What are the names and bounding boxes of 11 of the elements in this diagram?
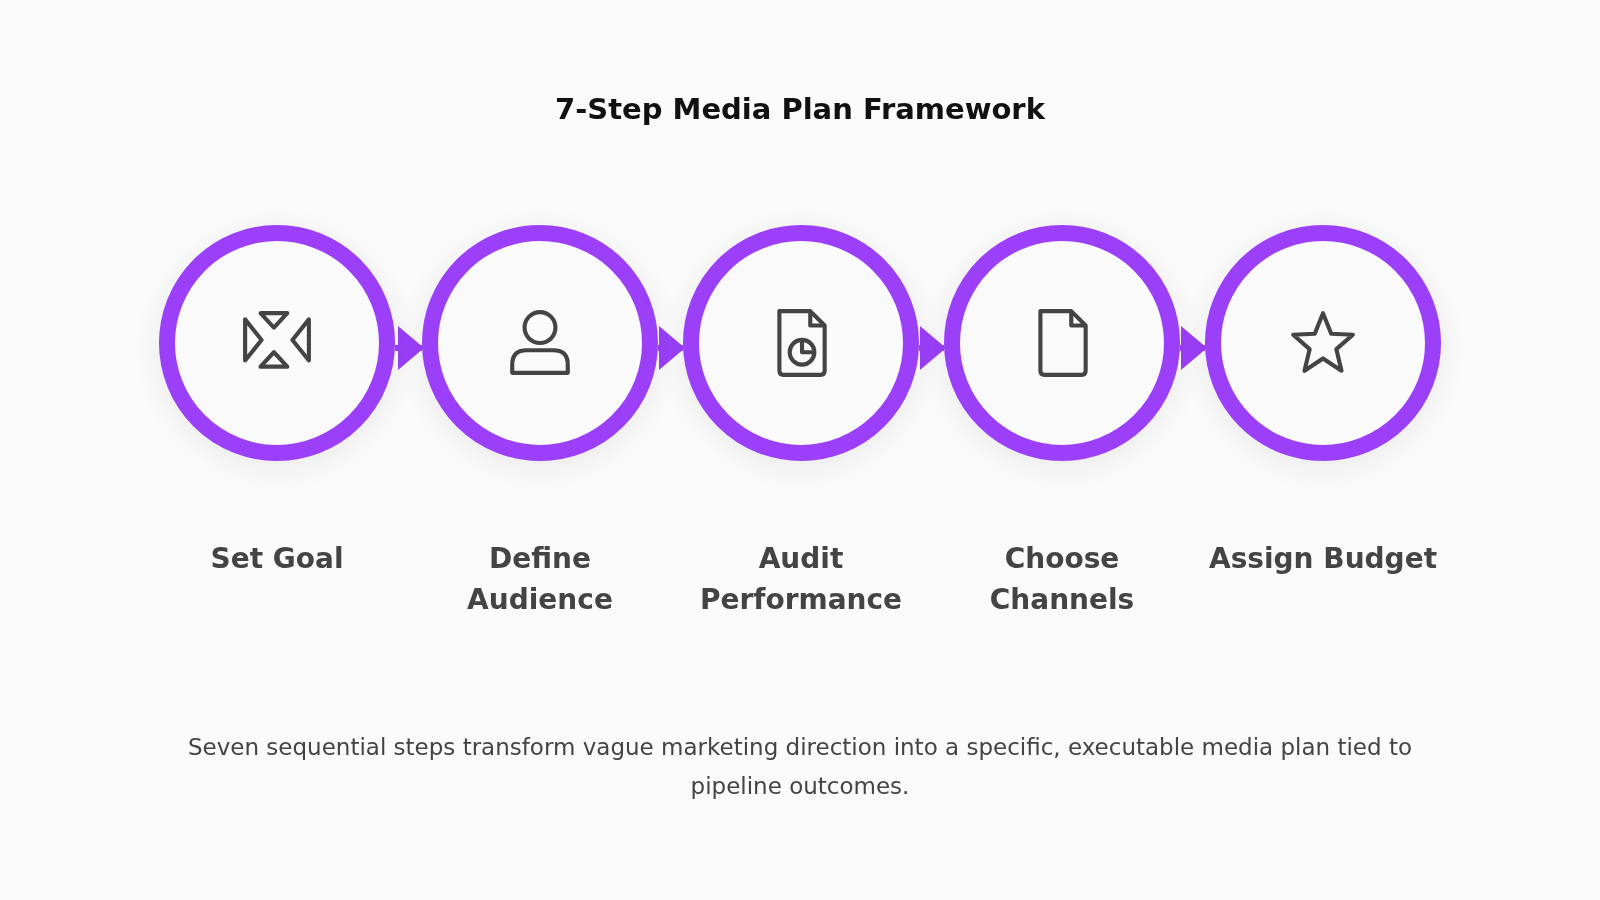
arrow (1180, 326, 1207, 370)
step-label: Choose Channels (988, 541, 1136, 618)
diagram-title: 7-Step Media Plan Framework (554, 92, 1047, 126)
arrow (395, 326, 424, 370)
caption-text: Seven sequential steps transform vague marketing direction into a specific, executable media plan tied to pipeline outcomes. (186, 733, 1414, 802)
step-label: Assign Budget (1208, 541, 1438, 577)
step-label: Define Audience (466, 541, 614, 618)
step-label: Set Goal (210, 541, 344, 577)
arrow (658, 326, 685, 370)
arrow (919, 326, 946, 370)
step-label: Audit Performance (698, 541, 904, 618)
